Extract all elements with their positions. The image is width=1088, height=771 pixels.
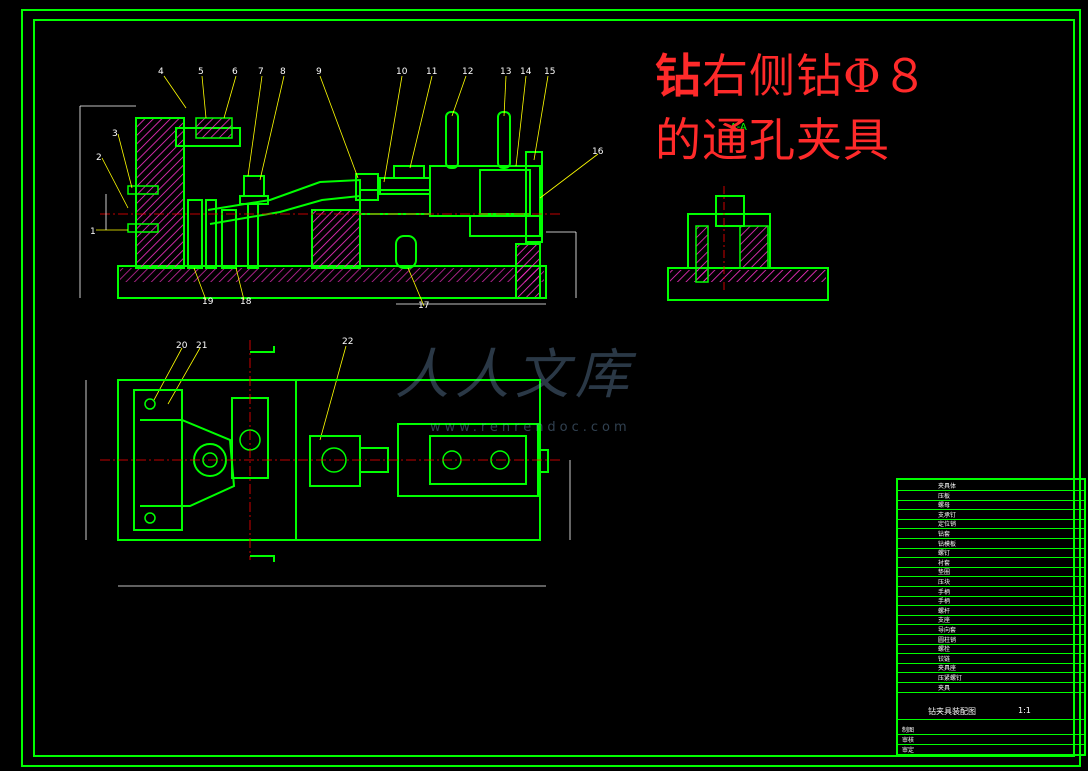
part-number: 17	[418, 301, 429, 311]
bom-row: 压块	[898, 576, 1084, 587]
part-number: 10	[396, 67, 408, 77]
part-number: 2	[96, 153, 102, 163]
bom-row: 螺杆	[898, 605, 1084, 616]
bom-row-name: 衬套	[938, 559, 951, 567]
bom-row: 手柄	[898, 595, 1084, 607]
bom-row: 压板	[898, 490, 1084, 501]
part-number: 16	[592, 147, 604, 157]
side-view	[667, 186, 829, 301]
part-number: 6	[232, 67, 238, 77]
bom-row-name: 钻套	[938, 531, 951, 538]
drawing-name: 钻夹具装配图	[928, 707, 976, 716]
leader-lines	[96, 75, 599, 441]
bom-row-name: 夹具	[938, 684, 951, 692]
part-number: 13	[500, 67, 511, 77]
role-label: 审定	[902, 747, 915, 754]
part-number-labels: 4 5 6 7 8 9 10 11 12 13 14 15 16 3 2 1 1…	[90, 67, 747, 351]
bom-row: 支座	[898, 614, 1084, 626]
part-number: 9	[316, 67, 322, 77]
bom-row: 导向套	[898, 624, 1084, 635]
bom-row-name: 定位销	[938, 521, 957, 529]
role-label: 审核	[902, 737, 915, 744]
drawing-title: 钻右侧钻Φ８ 的通孔夹具	[655, 44, 929, 172]
bom-row-name: 支座	[938, 617, 951, 625]
bom-row-name: 垫圈	[938, 569, 951, 577]
bom-row: 钻套	[898, 528, 1084, 539]
role-label: 制图	[902, 727, 915, 734]
dimension-lines	[79, 105, 577, 587]
drawing-scale: 1:1	[1018, 706, 1031, 715]
title-block-role: 制图	[898, 724, 1084, 735]
watermark-text: 人人文库	[395, 343, 635, 406]
bom-row-name: 支承钉	[938, 511, 957, 519]
bom-row-name: 钻模板	[938, 540, 957, 548]
section-label: A-A	[730, 122, 747, 133]
bill-of-materials: 夹具体压板螺母支承钉定位销钻套钻模板螺钉衬套垫圈压块手柄手柄螺杆支座导向套圆柱销…	[896, 478, 1086, 756]
bom-row-name: 螺母	[938, 502, 951, 510]
part-number: 8	[280, 67, 286, 77]
front-view	[100, 111, 560, 299]
watermark-url: www.renrendoc.com	[430, 420, 631, 435]
bom-row: 定位销	[898, 518, 1084, 530]
part-number: 11	[426, 67, 437, 77]
bom-row: 夹具体	[898, 480, 1084, 491]
part-number: 3	[112, 129, 118, 139]
bom-row-name: 压板	[938, 492, 951, 500]
bom-row-name: 夹具体	[938, 483, 957, 490]
bom-row: 压紧螺钉	[898, 672, 1084, 683]
bom-row-name: 螺钉	[938, 550, 951, 558]
bom-row: 钻模板	[898, 538, 1084, 549]
bom-row-name: 螺杆	[938, 607, 951, 615]
part-number: 14	[520, 67, 532, 77]
outer-frame	[21, 9, 1081, 767]
bom-row-name: 压紧螺钉	[938, 675, 963, 682]
bom-row-name: 压块	[938, 579, 951, 586]
bom-row: 垫圈	[898, 566, 1084, 578]
title-line1: 右侧钻Φ８	[702, 49, 929, 103]
title-line2: 的通孔夹具	[655, 113, 890, 167]
title-first-char: 钻	[655, 49, 702, 103]
bom-row-name: 圆柱销	[938, 636, 957, 644]
bom-row: 螺母	[898, 499, 1084, 511]
bom-row-name: 导向套	[938, 627, 957, 634]
part-number: 22	[342, 337, 353, 347]
bom-row: 螺栓	[898, 643, 1084, 655]
part-number: 1	[90, 227, 96, 237]
part-number: 7	[258, 67, 264, 77]
bom-row: 螺钉	[898, 547, 1084, 559]
bom-row: 手柄	[898, 586, 1084, 597]
title-block-role: 审定	[898, 744, 1084, 755]
bom-row: 衬套	[898, 557, 1084, 568]
bom-row-name: 铰链	[938, 655, 951, 663]
bom-row-name: 手柄	[938, 588, 951, 596]
part-number: 15	[544, 67, 555, 77]
part-number: 4	[158, 67, 164, 77]
inner-frame	[33, 19, 1075, 757]
part-number: 21	[196, 341, 207, 351]
bom-row: 铰链	[898, 653, 1084, 664]
title-block-name: 钻夹具装配图 1:1	[898, 705, 1084, 720]
bom-row-name: 手柄	[938, 598, 951, 606]
bom-row-name: 夹具座	[938, 665, 957, 673]
part-number: 5	[198, 67, 204, 77]
bom-row: 支承钉	[898, 509, 1084, 520]
bom-row: 夹具	[898, 682, 1084, 693]
top-view	[100, 340, 560, 562]
part-number: 20	[176, 341, 188, 351]
bom-row: 圆柱销	[898, 634, 1084, 645]
watermark: 人人文库	[395, 330, 635, 409]
part-number: 18	[240, 297, 252, 307]
part-number: 19	[202, 297, 214, 307]
bom-row-name: 螺栓	[938, 646, 951, 654]
part-number: 12	[462, 67, 473, 77]
bom-row: 夹具座	[898, 662, 1084, 674]
title-block-role: 审核	[898, 734, 1084, 745]
